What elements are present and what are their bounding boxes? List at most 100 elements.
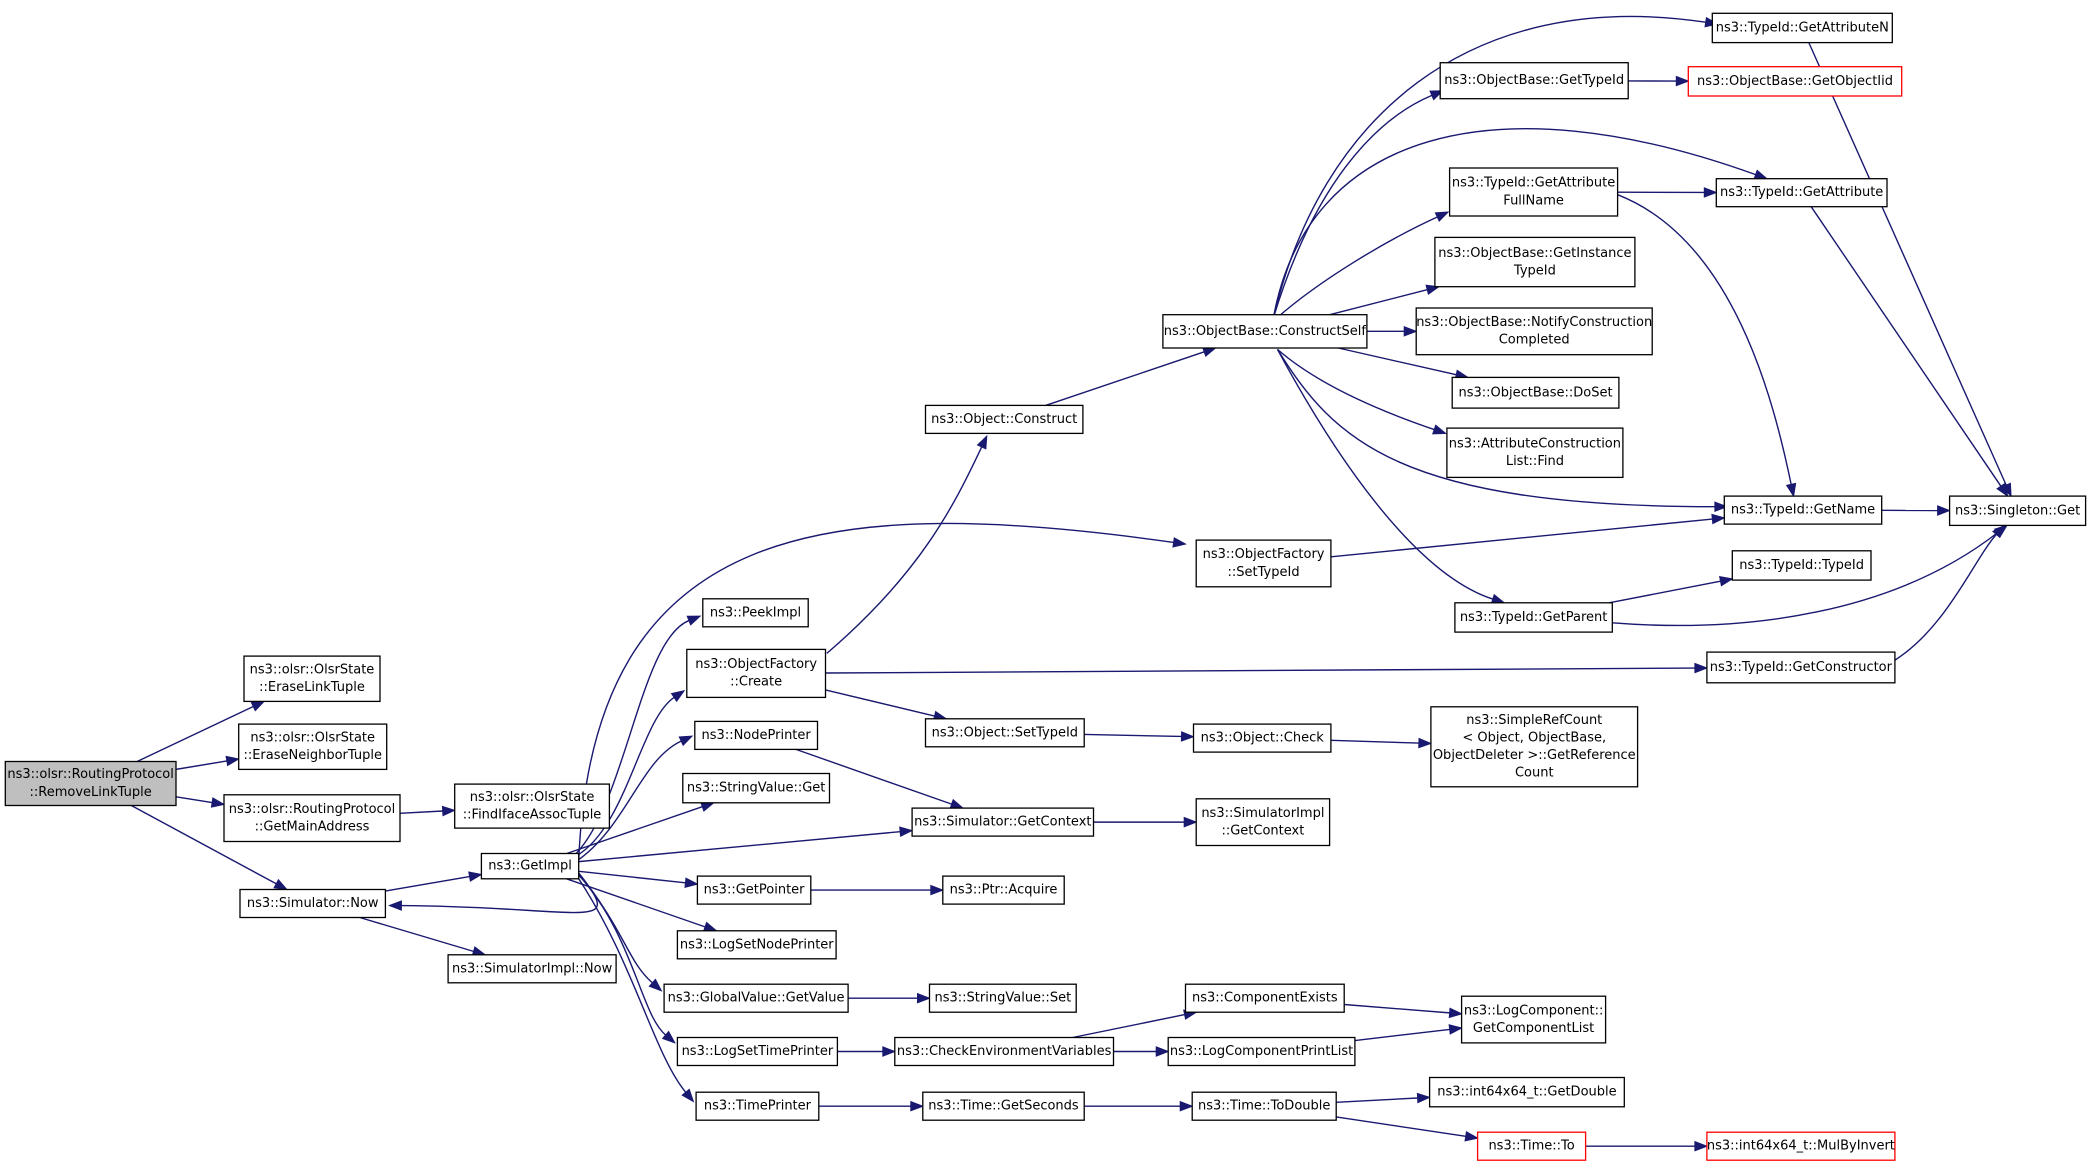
node-int64MulByInvert-box xyxy=(1706,1131,1896,1161)
node-getMainAddr[interactable]: ns3::olsr::RoutingProtocol::GetMainAddre… xyxy=(223,794,401,843)
edge-logSetTimePrinter-to-checkEnv xyxy=(837,1046,897,1057)
node-simpleRefCount[interactable]: ns3::SimpleRefCount< Object, ObjectBase,… xyxy=(1430,706,1639,788)
node-logSetTimePrinter[interactable]: ns3::LogSetTimePrinter xyxy=(676,1036,839,1067)
edge-root-to-getMainAddr-arrowhead xyxy=(210,797,226,808)
edge-getImpl-to-nodePrinter-line xyxy=(575,740,682,863)
node-nodePrinter[interactable]: ns3::NodePrinter xyxy=(694,720,819,751)
node-checkEnv[interactable]: ns3::CheckEnvironmentVariables xyxy=(894,1036,1115,1067)
node-objBaseGetTypeId[interactable]: ns3::ObjectBase::GetTypeId xyxy=(1439,62,1629,100)
edge-typeIdGetConstructor-to-singletonGet-line xyxy=(1894,533,1997,661)
edge-getImpl-to-simNow-line xyxy=(401,873,598,914)
node-objCheck[interactable]: ns3::Object::Check xyxy=(1192,723,1332,753)
node-objSetTypeId[interactable]: ns3::Object::SetTypeId xyxy=(924,718,1085,748)
edge-objBaseConstructSelf-to-typeIdGetAttr-arrowhead xyxy=(1753,169,1769,180)
node-root[interactable]: ns3::olsr::RoutingProtocol::RemoveLinkTu… xyxy=(4,760,177,807)
node-int64MulByInvert[interactable]: ns3::int64x64_t::MulByInvert xyxy=(1706,1131,1896,1161)
node-simpleRefCount-label-1: < Object, ObjectBase, xyxy=(1462,731,1606,746)
edge-simNow-to-simImplNow xyxy=(359,916,487,957)
edge-logCompPrintList-to-logCompGetList-line xyxy=(1354,1028,1450,1042)
node-timeGetSeconds[interactable]: ns3::Time::GetSeconds xyxy=(922,1091,1085,1121)
edge-simNow-to-simImplNow-line xyxy=(359,916,474,953)
node-logCompGetList-box xyxy=(1460,995,1607,1044)
node-objBaseNotify[interactable]: ns3::ObjectBase::NotifyConstructionCompl… xyxy=(1415,307,1653,356)
node-typeIdGetParent[interactable]: ns3::TypeId::GetParent xyxy=(1454,602,1613,633)
node-strValGet[interactable]: ns3::StringValue::Get xyxy=(682,772,831,804)
node-objCheck-box xyxy=(1192,723,1332,753)
node-checkEnv-box xyxy=(894,1036,1115,1067)
edge-objCheck-to-simpleRefCount xyxy=(1330,737,1433,749)
node-typeIdGetName[interactable]: ns3::TypeId::GetName xyxy=(1723,495,1883,525)
node-typeIdGetConstructor[interactable]: ns3::TypeId::GetConstructor xyxy=(1706,651,1896,684)
node-typeIdGetAttr[interactable]: ns3::TypeId::GetAttribute xyxy=(1715,178,1888,208)
node-int64GetDouble-box xyxy=(1428,1076,1625,1108)
node-objBaseConstructSelf-label-0: ns3::ObjectBase::ConstructSelf xyxy=(1164,324,1367,339)
node-objFactCreate[interactable]: ns3::ObjectFactory::Create xyxy=(686,648,827,699)
edge-timePrinter-to-timeGetSeconds-arrowhead xyxy=(910,1100,925,1112)
node-logCompPrintList[interactable]: ns3::LogComponentPrintList xyxy=(1167,1036,1356,1067)
node-timeTo[interactable]: ns3::Time::To xyxy=(1476,1131,1587,1161)
node-typeIdTypeId[interactable]: ns3::TypeId::TypeId xyxy=(1731,550,1872,581)
node-objFactSetTypeId[interactable]: ns3::ObjectFactory::SetTypeId xyxy=(1195,539,1332,588)
edge-objConstruct-to-objBaseConstructSelf xyxy=(1045,346,1217,407)
node-compExists[interactable]: ns3::ComponentExists xyxy=(1184,983,1345,1013)
node-findIface[interactable]: ns3::olsr::OlsrState::FindIfaceAssocTupl… xyxy=(454,783,611,829)
node-int64GetDouble[interactable]: ns3::int64x64_t::GetDouble xyxy=(1428,1076,1625,1108)
edge-objBaseConstructSelf-to-objBaseGetTypeId-line xyxy=(1272,94,1433,318)
node-simImplGetContext[interactable]: ns3::SimulatorImpl::GetContext xyxy=(1195,798,1331,847)
edge-compExists-to-logCompGetList-arrowhead xyxy=(1448,1007,1463,1019)
node-simNow[interactable]: ns3::Simulator::Now xyxy=(239,888,387,919)
node-globalValGet[interactable]: ns3::GlobalValue::GetValue xyxy=(663,983,849,1013)
node-objBaseGetObjectIid[interactable]: ns3::ObjectBase::GetObjectIid xyxy=(1687,66,1903,97)
node-objBaseDoSet[interactable]: ns3::ObjectBase::DoSet xyxy=(1451,376,1620,409)
node-objConstruct[interactable]: ns3::Object::Construct xyxy=(924,404,1084,435)
node-timePrinter[interactable]: ns3::TimePrinter xyxy=(695,1091,820,1121)
node-singletonGet[interactable]: ns3::Singleton::Get xyxy=(1948,495,2087,527)
node-simGetContext[interactable]: ns3::Simulator::GetContext xyxy=(911,807,1095,837)
node-strValSet[interactable]: ns3::StringValue::Set xyxy=(928,983,1077,1013)
node-typeIdGetParent-box xyxy=(1454,602,1613,633)
edge-objFactCreate-to-typeIdGetConstructor-arrowhead xyxy=(1694,662,1709,674)
node-timePrinter-box xyxy=(695,1091,820,1121)
edge-root-to-simNow-line xyxy=(131,804,277,885)
edge-objFactSetTypeId-to-typeIdGetName xyxy=(1330,513,1726,558)
node-ptrAcquire[interactable]: ns3::Ptr::Acquire xyxy=(942,875,1065,905)
call-graph-nodes: ns3::olsr::RoutingProtocol::RemoveLinkTu… xyxy=(4,12,2087,1161)
node-objBaseGetInstTypeId-label-1: TypeId xyxy=(1513,263,1556,278)
edge-typeIdGetAttrN-to-singletonGet xyxy=(1808,42,2012,498)
node-root-label-1: ::RemoveLinkTuple xyxy=(30,785,152,800)
node-logSetTimePrinter-box xyxy=(676,1036,839,1067)
edge-objBaseConstructSelf-to-typeIdGetAttr xyxy=(1272,128,1769,318)
node-objBaseConstructSelf[interactable]: ns3::ObjectBase::ConstructSelf xyxy=(1162,314,1368,349)
node-getImpl[interactable]: ns3::GetImpl xyxy=(480,852,580,880)
edge-objBaseConstructSelf-to-typeIdGetName-line xyxy=(1276,349,1715,508)
edge-timeToDouble-to-int64GetDouble xyxy=(1336,1092,1431,1104)
node-timeToDouble[interactable]: ns3::Time::ToDouble xyxy=(1191,1091,1337,1121)
node-logCompGetList[interactable]: ns3::LogComponent::GetComponentList xyxy=(1460,995,1607,1044)
node-eraseLink[interactable]: ns3::olsr::OlsrState::EraseLinkTuple xyxy=(243,655,381,703)
node-peekImpl-label-0: ns3::PeekImpl xyxy=(710,605,801,620)
edge-simNow-to-getImpl-arrowhead xyxy=(468,871,483,882)
edge-objBaseConstructSelf-to-objBaseGetTypeId xyxy=(1272,90,1445,318)
edge-simNow-to-getImpl xyxy=(385,871,483,892)
node-logSetNodePrinter-box xyxy=(676,930,837,960)
node-timePrinter-label-0: ns3::TimePrinter xyxy=(704,1099,812,1114)
node-typeIdGetAttrN[interactable]: ns3::TypeId::GetAttributeN xyxy=(1711,12,1893,44)
node-getPointer[interactable]: ns3::GetPointer xyxy=(696,875,812,905)
node-simImplNow[interactable]: ns3::SimulatorImpl::Now xyxy=(447,954,617,984)
node-logSetNodePrinter[interactable]: ns3::LogSetNodePrinter xyxy=(676,930,837,960)
edge-objBaseConstructSelf-to-attrConstrFind-line xyxy=(1277,348,1435,431)
node-peekImpl[interactable]: ns3::PeekImpl xyxy=(702,598,809,628)
node-objFactSetTypeId-label-0: ns3::ObjectFactory xyxy=(1203,547,1325,562)
node-logSetNodePrinter-label-0: ns3::LogSetNodePrinter xyxy=(680,937,834,952)
edge-getImpl-to-logSetTimePrinter-arrowhead xyxy=(661,1030,676,1044)
node-typeIdGetAttrN-box xyxy=(1711,12,1893,44)
node-eraseNeighbor[interactable]: ns3::olsr::OlsrState::EraseNeighborTuple xyxy=(238,723,388,771)
edge-getMainAddr-to-findIface-line xyxy=(399,810,443,815)
edge-getImpl-to-getPointer-arrowhead xyxy=(684,877,699,889)
edge-typeIdGetAttrFullName-to-typeIdGetAttr xyxy=(1617,187,1718,198)
node-timeTo-label-0: ns3::Time::To xyxy=(1488,1139,1574,1154)
edge-objBaseConstructSelf-to-objBaseDoSet-line xyxy=(1338,347,1457,376)
